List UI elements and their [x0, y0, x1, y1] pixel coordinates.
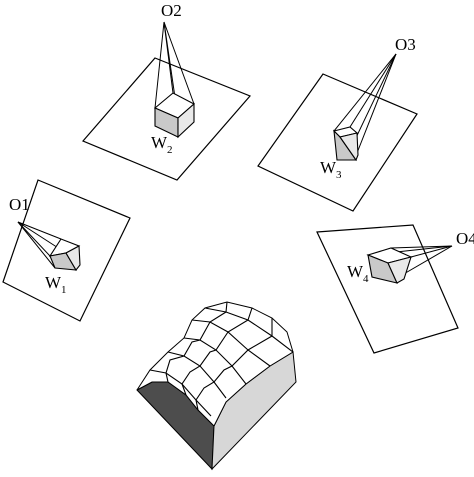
- w1-label: W1: [45, 273, 67, 296]
- window-cube-1: [48, 238, 81, 271]
- surface-patch: [136, 301, 297, 471]
- window-cube-2: [153, 92, 195, 139]
- o3-label: O3: [395, 35, 416, 54]
- view-3: O3 W3: [257, 35, 418, 212]
- w2-label: W2: [151, 133, 173, 156]
- viewing-rays-3: [333, 53, 397, 154]
- view-1: O1 W1: [2, 179, 131, 322]
- view-4: O4 W4: [316, 224, 474, 354]
- o4-label: O4: [456, 229, 474, 248]
- surface-mesh: [136, 301, 294, 427]
- viewing-rays-1: [17, 221, 67, 269]
- window-cube-4: [366, 247, 413, 284]
- o1-label: O1: [9, 195, 30, 214]
- view-2: O2 W2: [82, 1, 252, 181]
- image-plane-4: [316, 224, 459, 354]
- window-cube-3: [332, 126, 359, 162]
- w4-label: W4: [347, 262, 369, 285]
- o2-label: O2: [161, 1, 182, 20]
- w3-label: W3: [320, 158, 342, 181]
